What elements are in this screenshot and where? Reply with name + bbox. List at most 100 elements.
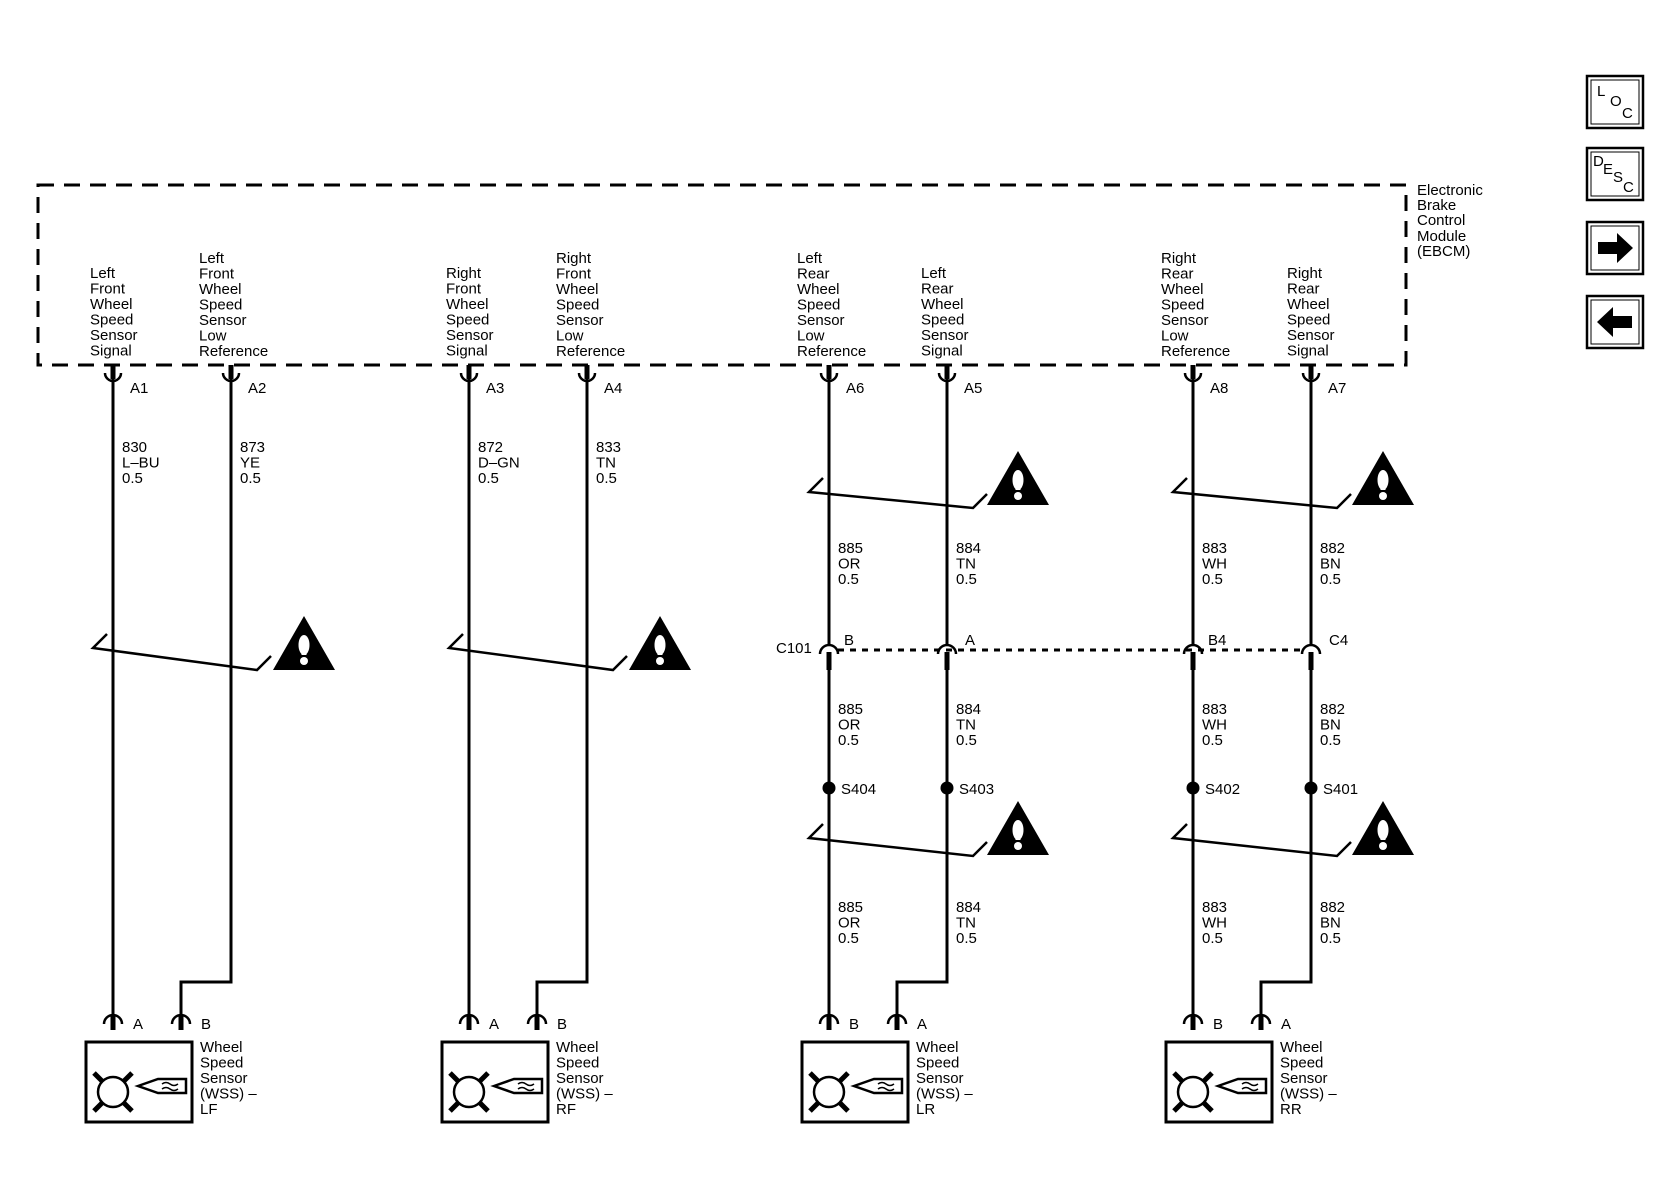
connector-name: C101 [776, 640, 812, 657]
splice-point [1186, 781, 1200, 795]
sensor-pin-label: A [917, 1016, 927, 1033]
ebcm-terminal [819, 365, 839, 383]
warning-triangle-icon [273, 616, 335, 670]
wheel-speed-sensor-lf [84, 1040, 194, 1124]
splice-label: S404 [841, 781, 876, 798]
ebcm-terminal [1183, 365, 1203, 383]
ebcm-module-box [36, 183, 1408, 367]
splice-label: S402 [1205, 781, 1240, 798]
arrow-right-icon [1598, 233, 1633, 263]
pin-label: A7 [1328, 380, 1346, 397]
sensor-terminal [170, 1013, 192, 1030]
wheel-speed-sensor-rf [440, 1040, 550, 1124]
svg-text:D E S C: D E S C [1593, 153, 1634, 196]
loc-button[interactable]: L O C [1585, 74, 1645, 130]
pin-label: A6 [846, 380, 864, 397]
splice-point [822, 781, 836, 795]
wheel-speed-sensor-icon [448, 1071, 544, 1113]
sensor-pin-label: A [133, 1016, 143, 1033]
connector-pin-label: A [965, 632, 975, 649]
splice-point [940, 781, 954, 795]
next-page-button[interactable] [1585, 220, 1645, 276]
wire [895, 670, 949, 1016]
pin-label: A5 [964, 380, 982, 397]
sensor-terminal [818, 1013, 840, 1030]
pin-label: A4 [604, 380, 622, 397]
ebcm-terminal [577, 365, 597, 383]
warning-triangle-icon [987, 451, 1049, 505]
twisted-pair-mark [1170, 823, 1352, 858]
pin-label: A8 [1210, 380, 1228, 397]
module-name: Electronic Brake Control Module (EBCM) [1417, 182, 1487, 260]
desc-button[interactable]: D E S C [1585, 146, 1645, 202]
warning-triangle-icon [1352, 451, 1414, 505]
warning-triangle-icon [1352, 801, 1414, 855]
connector-pin-label: B4 [1208, 632, 1226, 649]
svg-text:L O C: L O C [1597, 83, 1633, 122]
twisted-pair-mark [1170, 477, 1352, 510]
wire [1259, 670, 1313, 1016]
inline-connector-terminal [818, 643, 840, 670]
sensor-pin-label: B [849, 1016, 859, 1033]
previous-page-button[interactable] [1585, 294, 1645, 350]
ebcm-terminal [103, 365, 123, 383]
ebcm-terminal [937, 365, 957, 383]
wire [535, 379, 589, 1016]
splice-label: S403 [959, 781, 994, 798]
sensor-terminal [1250, 1013, 1272, 1030]
connector-pin-label: C4 [1329, 632, 1348, 649]
splice-label: S401 [1323, 781, 1358, 798]
twisted-pair-mark [806, 477, 988, 510]
sensor-pin-label: A [489, 1016, 499, 1033]
sensor-terminal [1182, 1013, 1204, 1030]
wheel-speed-sensor-icon [92, 1071, 188, 1113]
wire [179, 379, 233, 1016]
ebcm-terminal [1301, 365, 1321, 383]
sensor-pin-label: B [557, 1016, 567, 1033]
warning-triangle-icon [629, 616, 691, 670]
wheel-speed-sensor-lr [800, 1040, 910, 1124]
twisted-pair-mark [446, 633, 628, 672]
pin-label: A2 [248, 380, 266, 397]
sensor-pin-label: B [1213, 1016, 1223, 1033]
warning-triangle-icon [987, 801, 1049, 855]
splice-point [1304, 781, 1318, 795]
sensor-terminal [886, 1013, 908, 1030]
sensor-pin-label: B [201, 1016, 211, 1033]
connector-pin-label: B [844, 632, 854, 649]
pin-label: A1 [130, 380, 148, 397]
twisted-pair-mark [806, 823, 988, 858]
